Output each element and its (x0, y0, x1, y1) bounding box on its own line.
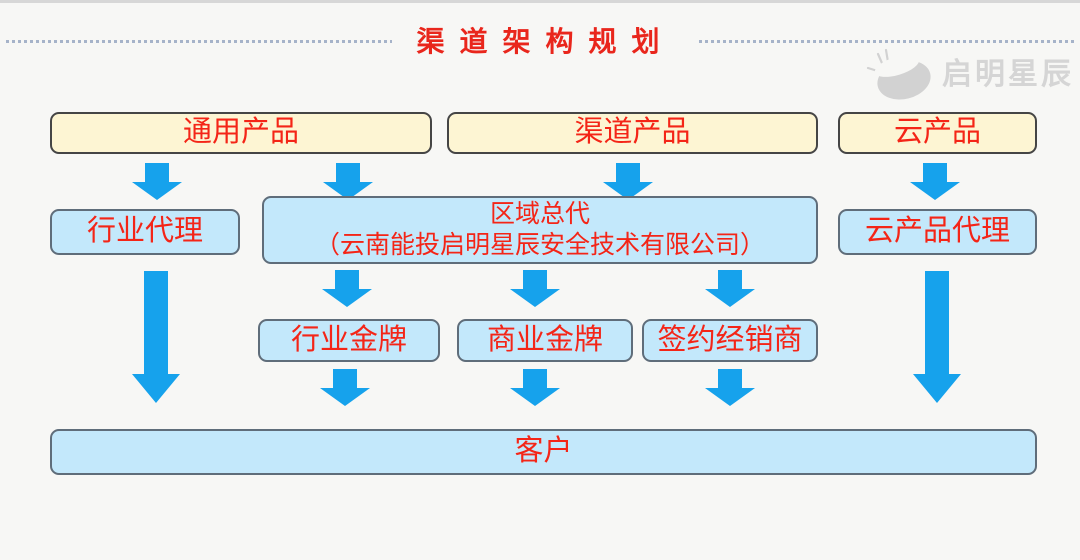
node-cloud-product-agent: 云产品代理 (838, 209, 1037, 255)
node-contracted-reseller: 签约经销商 (642, 319, 818, 362)
arrow-cloud-agent-to-customer (913, 271, 961, 403)
node-regional-distributor: 区域总代 （云南能投启明星辰安全技术有限公司） (262, 196, 818, 264)
arrow-regional-to-industry-gold (322, 270, 372, 307)
arrow-channel-to-regional (603, 163, 653, 200)
logo-text: 启明星辰 (942, 58, 1074, 91)
node-commercial-gold: 商业金牌 (457, 319, 633, 362)
node-customer: 客户 (50, 429, 1037, 475)
arrow-cloud-to-cloud-agent (910, 163, 960, 200)
regional-distributor-company: （云南能投启明星辰安全技术有限公司） (314, 232, 765, 259)
node-industry-agent: 行业代理 (50, 209, 240, 255)
node-industry-gold: 行业金牌 (258, 319, 440, 362)
regional-distributor-title: 区域总代 (489, 200, 590, 228)
arrow-contracted-reseller-to-customer (705, 369, 755, 406)
title-rule-right (699, 40, 1074, 43)
venus-swoosh-icon: Venus (866, 48, 931, 100)
arrow-industry-gold-to-customer (320, 369, 370, 406)
arrow-regional-to-commercial-gold (510, 270, 560, 307)
arrow-industry-agent-to-customer (132, 271, 180, 403)
arrow-general-to-industry-agent (132, 163, 182, 200)
arrow-general-to-regional (323, 163, 373, 200)
arrow-regional-to-contracted-reseller (705, 270, 755, 307)
arrow-commercial-gold-to-customer (510, 369, 560, 406)
logo: Venus 启明星辰 (856, 46, 1074, 104)
node-general-products: 通用产品 (50, 112, 432, 154)
title-rule-left (6, 40, 392, 43)
node-cloud-products: 云产品 (838, 112, 1037, 154)
page-title: 渠 道 架 构 规 划 (416, 27, 664, 58)
node-channel-products: 渠道产品 (447, 112, 818, 154)
top-border (0, 0, 1080, 3)
